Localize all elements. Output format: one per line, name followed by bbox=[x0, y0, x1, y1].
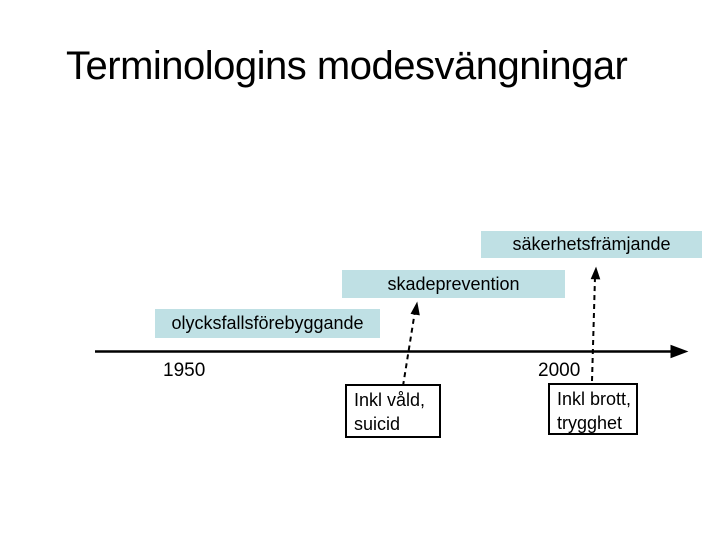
note-box-brott-trygghet: Inkl brott, trygghet bbox=[548, 383, 638, 435]
timeline-arrowhead-icon bbox=[670, 344, 689, 359]
dashed-arrow-brott-head-icon bbox=[590, 266, 601, 280]
dashed-arrow-brott bbox=[591, 276, 596, 382]
term-box-sakerhetsframjande: säkerhetsfrämjande bbox=[481, 231, 702, 258]
timeline-year-1950: 1950 bbox=[163, 360, 206, 381]
slide-title: Terminologins modesvängningar bbox=[66, 44, 628, 88]
term-box-olycksfallsforebyggande: olycksfallsförebyggande bbox=[155, 309, 380, 338]
timeline-year-2000: 2000 bbox=[538, 360, 581, 381]
note-vald-line1: Inkl våld, bbox=[354, 390, 426, 410]
note-brott-line1: Inkl brott, bbox=[557, 389, 632, 409]
term-box-skadeprevention: skadeprevention bbox=[342, 270, 565, 298]
note-box-vald-suicid: Inkl våld, suicid bbox=[345, 384, 441, 438]
dashed-arrow-vald-head-icon bbox=[410, 301, 420, 316]
note-vald-line2: suicid bbox=[354, 414, 401, 434]
note-brott-line2: trygghet bbox=[557, 413, 623, 433]
dashed-arrow-vald bbox=[402, 310, 416, 387]
